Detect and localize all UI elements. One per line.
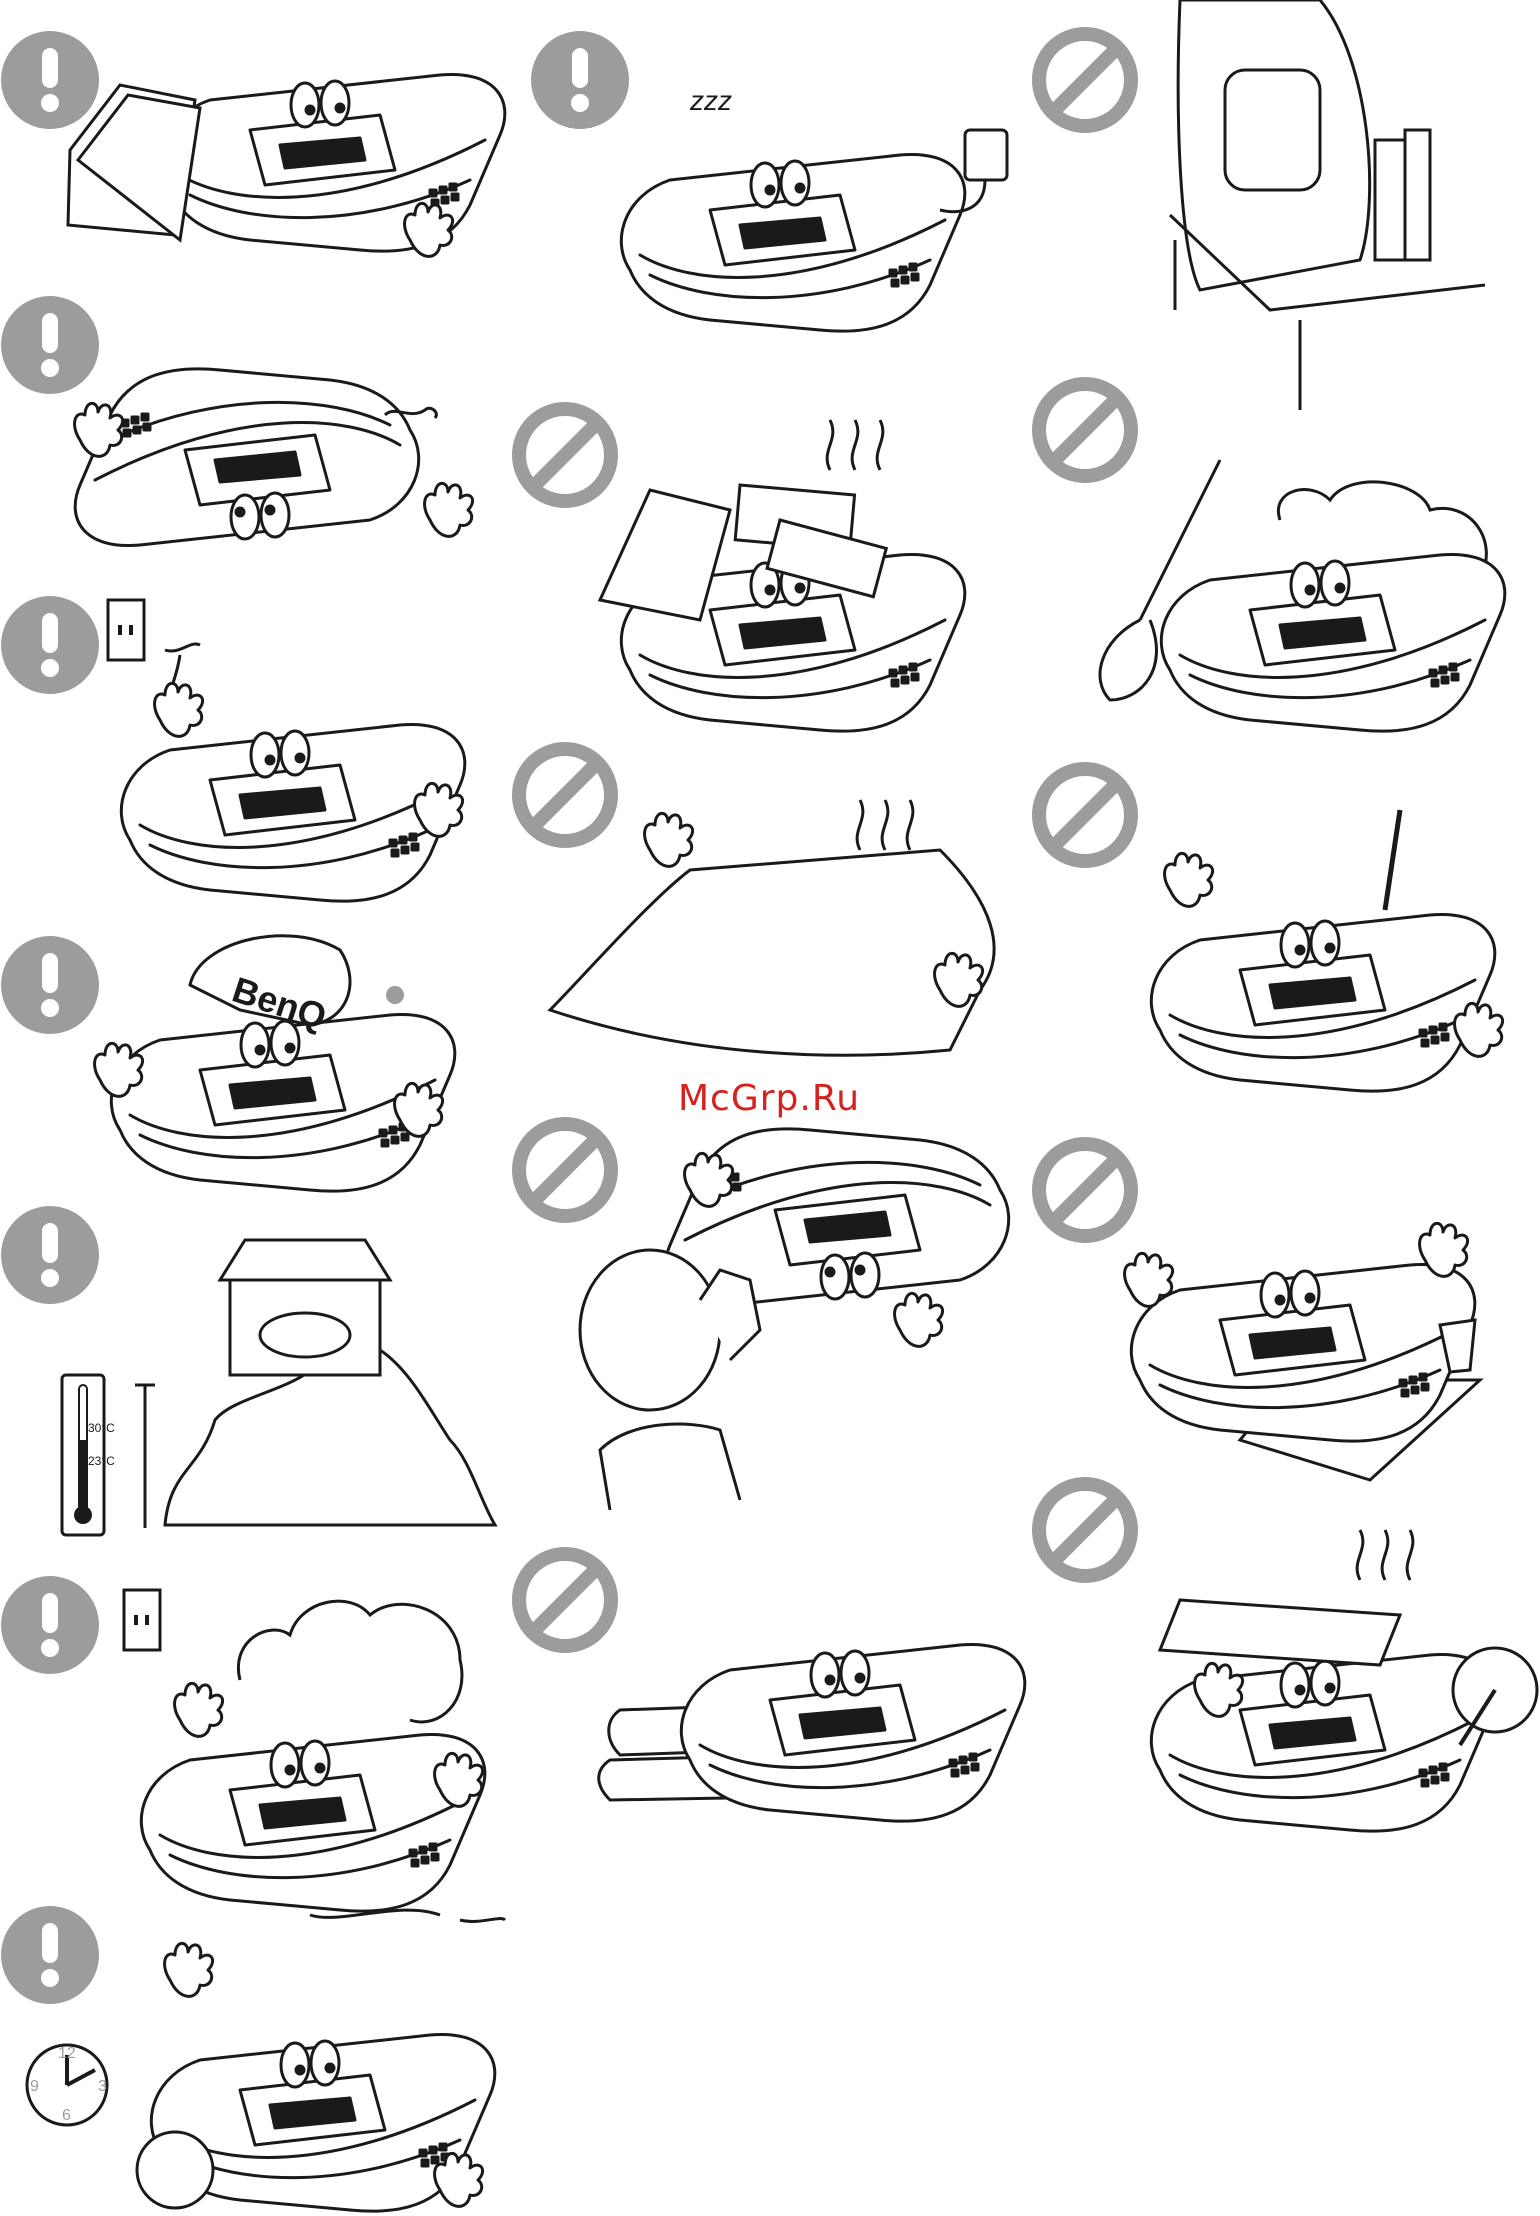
hand-illustration xyxy=(645,813,693,866)
panel-15 xyxy=(1039,769,1503,1091)
panel-1 xyxy=(1,31,505,256)
lid-panel-illustration xyxy=(1160,1600,1400,1665)
panel-4: BenQ xyxy=(1,936,455,1191)
exclamation-icon xyxy=(1,296,99,394)
watermark-text: McGrp.Ru xyxy=(678,1078,860,1119)
hand-illustration xyxy=(155,683,203,736)
heat-waves-icon xyxy=(857,800,913,850)
hand-illustration xyxy=(425,483,473,536)
upright-projector-illustration xyxy=(1178,0,1369,290)
cloth-cover-illustration xyxy=(550,850,994,1055)
prohibited-icon xyxy=(519,1554,611,1646)
prohibited-icon xyxy=(519,749,611,841)
exclamation-icon xyxy=(1,1206,99,1304)
panel-11 xyxy=(519,1124,1009,1510)
projector-illustration xyxy=(1161,554,1505,731)
projector-illustration xyxy=(681,1644,1025,1821)
heat-waves-icon xyxy=(1357,1530,1413,1580)
projector-illustration xyxy=(1131,1264,1475,1441)
prohibited-icon xyxy=(519,1124,611,1216)
prohibited-icon xyxy=(1039,384,1131,476)
panel-9 xyxy=(519,409,965,731)
clock-icon: 12 3 6 9 xyxy=(27,2045,107,2125)
temp-low-label: 23°C xyxy=(88,1454,115,1468)
hand-illustration xyxy=(175,1683,223,1736)
panel-13 xyxy=(1039,0,1485,410)
sleep-text: zzz xyxy=(689,85,732,116)
wall-outlet-illustration xyxy=(124,1590,160,1650)
hand-illustration xyxy=(895,1293,943,1346)
exclamation-icon xyxy=(1,936,99,1034)
projector-illustration xyxy=(121,724,465,901)
panel-10 xyxy=(519,749,994,1055)
clock-9: 9 xyxy=(30,2078,39,2095)
exclamation-icon xyxy=(1,1576,99,1674)
lamp-bulb-icon xyxy=(137,2132,213,2208)
altitude-illustration xyxy=(135,1240,495,1528)
exclamation-icon xyxy=(531,31,629,129)
exclamation-icon xyxy=(1,31,99,129)
heat-waves-icon xyxy=(827,420,883,470)
panel-8: zzz xyxy=(531,31,1007,331)
hand-illustration xyxy=(1165,853,1213,906)
clock-6: 6 xyxy=(62,2107,71,2124)
smoke-cloud-illustration xyxy=(238,1601,462,1722)
prohibited-icon xyxy=(1039,34,1131,126)
panel-3 xyxy=(1,596,465,901)
person-covering-eyes-illustration xyxy=(580,1250,760,1510)
screwdriver-illustration xyxy=(1385,810,1400,910)
temp-high-label: 30°C xyxy=(88,1421,115,1435)
clock-12: 12 xyxy=(58,2045,76,2062)
projector-illustration xyxy=(621,154,965,331)
prohibited-icon xyxy=(1039,1144,1131,1236)
panel-12 xyxy=(519,1554,1025,1821)
prohibited-icon xyxy=(519,409,611,501)
projector-illustration xyxy=(1151,914,1495,1091)
panel-6 xyxy=(1,1576,505,1921)
panel-5: 30°C 23°C xyxy=(1,1206,495,1535)
projector-illustration xyxy=(141,1734,485,1911)
panel-14 xyxy=(1039,384,1505,731)
panel-16 xyxy=(1039,1144,1480,1480)
clock-3: 3 xyxy=(98,2078,107,2095)
prohibited-icon xyxy=(1039,1484,1131,1576)
panel-2 xyxy=(1,296,473,546)
projector-illustration xyxy=(75,369,419,546)
exclamation-icon xyxy=(1,1906,99,2004)
prohibited-icon xyxy=(1039,769,1131,861)
panel-17 xyxy=(1039,1484,1537,1831)
puddle-illustration xyxy=(310,1910,505,1921)
thermometer-illustration: 30°C 23°C xyxy=(62,1375,115,1535)
exclamation-icon xyxy=(1,596,99,694)
hand-illustration xyxy=(165,1943,213,1996)
panel-7: 12 3 6 9 xyxy=(1,1906,495,2211)
